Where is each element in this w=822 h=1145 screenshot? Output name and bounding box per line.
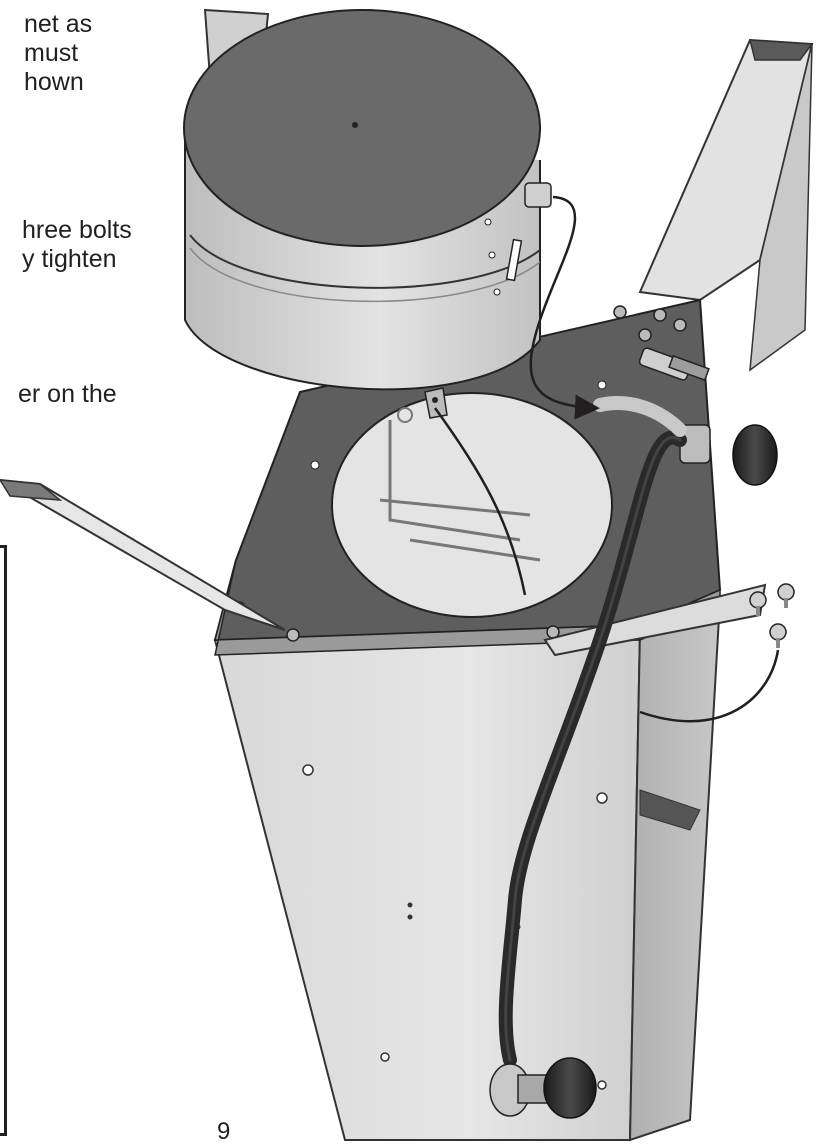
- callout-arrows: [433, 195, 780, 723]
- gas-valve: [638, 347, 778, 486]
- instruction-line: y tighten: [22, 245, 117, 273]
- control-knob-icon: [732, 424, 778, 486]
- regulator: [489, 1057, 597, 1119]
- heater-body: [213, 598, 722, 1142]
- left-flap: [0, 479, 286, 631]
- instruction-line: hown: [24, 68, 84, 96]
- instruction-step-2: hree bolts y tighten: [22, 216, 132, 274]
- gas-hose: [498, 396, 687, 1067]
- instruction-line: net as: [24, 10, 93, 38]
- page-number: 9: [217, 1118, 231, 1145]
- rear-post: [638, 38, 814, 372]
- instruction-line: er on the: [18, 380, 117, 408]
- bolt-icon: [749, 583, 795, 648]
- instruction-line: must: [24, 39, 79, 67]
- burner-cylinder: [183, 9, 552, 391]
- instruction-line: hree bolts: [22, 216, 132, 244]
- regulator-knob-icon: [543, 1057, 597, 1119]
- instruction-step-3: er on the: [18, 380, 117, 409]
- instruction-step-1: net as must hown: [24, 10, 92, 97]
- notes-box: [0, 545, 7, 1136]
